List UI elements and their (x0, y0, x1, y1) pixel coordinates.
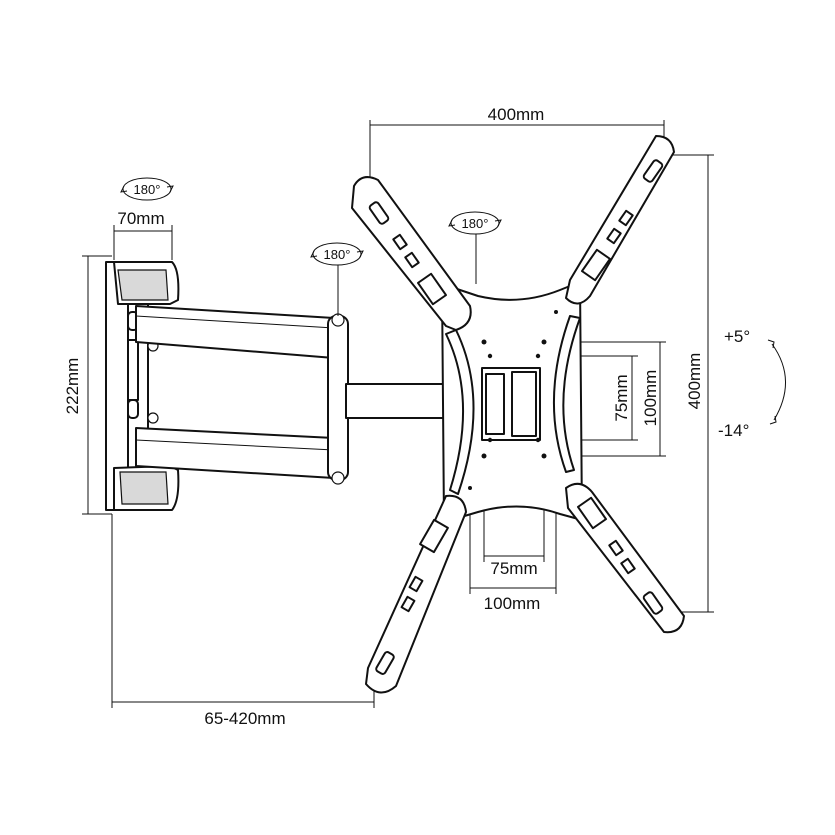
arm-swivel-badge: 180° (310, 242, 364, 316)
bracket-arm-top-right (565, 135, 675, 305)
tilt-up-label: +5° (724, 327, 750, 346)
articulating-arm (135, 305, 447, 485)
vesa-v-inner-label: 75mm (612, 374, 631, 421)
tilt-indicator: +5° -14° (718, 327, 786, 440)
extension-dimension (111, 514, 375, 708)
wall-plate-depth-dimension (113, 225, 173, 260)
wall-plate-height-dimension (82, 255, 112, 515)
side-rails (445, 315, 581, 495)
bracket-arm-bottom-right (565, 482, 685, 634)
plate-swivel-label: 180° (462, 216, 489, 231)
wall-plate-height-label: 222mm (63, 358, 82, 415)
bracket-arm-bottom-left (365, 494, 467, 694)
wall-plate (105, 261, 180, 511)
extension-label: 65-420mm (204, 709, 285, 728)
vesa-h-outer-label: 100mm (484, 594, 541, 613)
arm-swivel-label: 180° (324, 247, 351, 262)
right-height-label: 400mm (685, 353, 704, 410)
top-width-dimension (369, 120, 665, 178)
wall-swivel-label: 180° (134, 182, 161, 197)
bracket-arm-top-left (351, 176, 472, 331)
tilt-down-label: -14° (718, 421, 749, 440)
top-width-label: 400mm (488, 105, 545, 124)
vesa-h-inner-label: 75mm (490, 559, 537, 578)
wall-swivel-badge: 180° (120, 177, 174, 201)
plate-swivel-badge: 180° (448, 211, 502, 284)
wall-plate-depth-label: 70mm (117, 209, 164, 228)
vesa-plate (441, 281, 583, 523)
vesa-v-outer-label: 100mm (641, 370, 660, 427)
